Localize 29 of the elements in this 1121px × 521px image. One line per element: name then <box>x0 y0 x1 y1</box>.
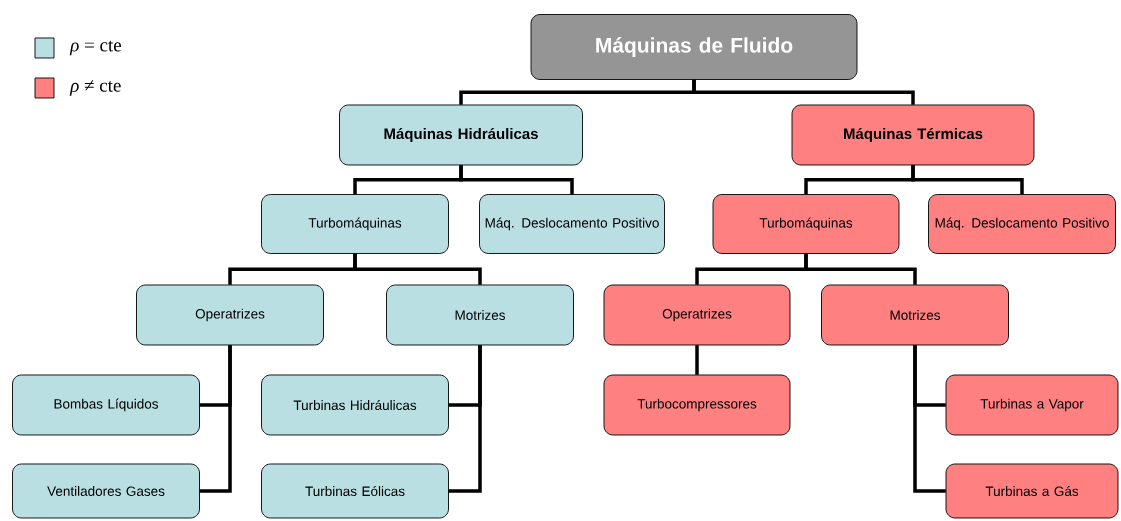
class-box: Turbomáquinas <box>712 194 900 254</box>
class-box: Turbinas a Gás <box>945 463 1119 519</box>
class-box: Motrizes <box>821 284 1009 346</box>
class-box: Turbomáquinas <box>261 194 449 254</box>
connector-line <box>448 345 482 493</box>
class-box: Turbinas a Vapor <box>945 374 1119 436</box>
connector-line <box>695 345 699 375</box>
class-box: Turbocompressores <box>603 374 791 436</box>
connector-line <box>199 345 232 493</box>
category-box: Máquinas Hidráulicas <box>339 104 583 166</box>
class-box: Motrizes <box>386 284 574 346</box>
category-box: Máquinas Térmicas <box>791 104 1035 166</box>
connector-line <box>804 253 917 285</box>
class-box: Operatrizes <box>136 284 324 346</box>
class-box: Turbinas Eólicas <box>261 463 449 519</box>
legend-label: ρ ≠ cte <box>69 80 121 96</box>
class-box: Bombas Líquidos <box>12 374 200 436</box>
connector-line <box>911 165 1024 195</box>
root-box: Máquinas de Fluido <box>530 14 858 80</box>
connector-line <box>692 79 915 105</box>
connector-line <box>913 345 946 493</box>
class-box: Máq. Deslocamento Positivo <box>928 194 1116 254</box>
connector-line <box>459 165 574 195</box>
class-box: Ventiladores Gases <box>12 463 200 519</box>
legend-label: ρ = cte <box>69 40 122 56</box>
connector-line <box>353 253 482 285</box>
class-box: Turbinas Hidráulicas <box>261 374 449 436</box>
class-box: Máq. Deslocamento Positivo <box>479 194 665 254</box>
class-box: Operatrizes <box>603 284 791 346</box>
